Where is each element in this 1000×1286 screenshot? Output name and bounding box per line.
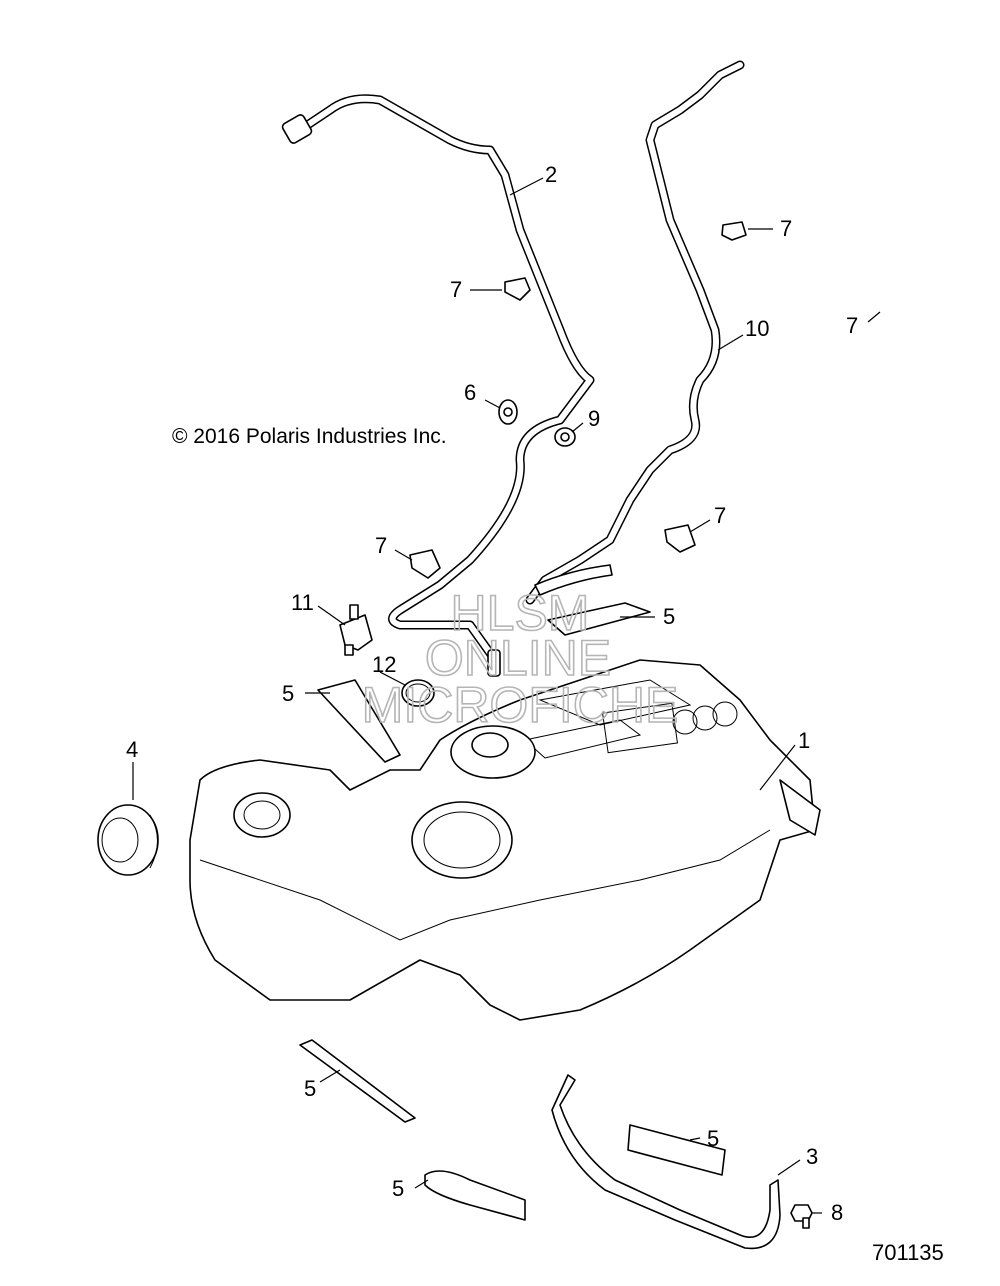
callout-7-a: 7 [780, 216, 792, 241]
watermark: HLSM ONLINE MICROFICHE [361, 584, 679, 734]
watermark-line-1: HLSM [451, 585, 590, 641]
figure-number: 701135 [872, 1240, 944, 1265]
pad-5-left [317, 679, 401, 763]
callout-12: 12 [372, 652, 396, 677]
callout-7-e: 7 [714, 503, 726, 528]
callout-4: 4 [126, 737, 138, 762]
clamp-9 [554, 427, 576, 447]
callout-3: 3 [806, 1144, 818, 1169]
clip-7-d [664, 524, 696, 553]
o-ring-12 [401, 679, 435, 707]
valve-11 [339, 604, 373, 656]
fuel-cap-4 [97, 804, 159, 876]
vent-hose-2 [281, 94, 595, 677]
bolt-8 [790, 1204, 813, 1229]
pad-5-bottom-right [627, 1124, 726, 1176]
watermark-line-3: MICROFICHE [362, 677, 679, 733]
callout-7-c: 7 [846, 313, 858, 338]
vent-hose-10 [525, 60, 745, 605]
callout-8: 8 [831, 1200, 843, 1225]
clamp-6 [498, 399, 518, 425]
callout-5-a: 5 [663, 604, 675, 629]
clip-7-c [409, 549, 441, 579]
callout-labels: 1 2 3 4 5 5 5 5 5 6 7 7 7 7 7 8 9 10 11 … [126, 162, 858, 1225]
callout-1: 1 [798, 728, 810, 753]
clip-7-b [721, 221, 747, 241]
callout-9: 9 [588, 406, 600, 431]
watermark-line-2: ONLINE [425, 630, 611, 686]
fuel-tank-1 [189, 659, 821, 1021]
callout-6: 6 [464, 380, 476, 405]
callout-5-e: 5 [392, 1176, 404, 1201]
callout-2: 2 [545, 162, 557, 187]
pad-5-top [547, 602, 651, 636]
strap-3 [551, 1074, 781, 1250]
leader-lines [132, 177, 881, 1214]
callout-7-b: 7 [450, 277, 462, 302]
callout-11: 11 [291, 590, 314, 615]
copyright-notice: © 2016 Polaris Industries Inc. [172, 425, 447, 448]
clip-7-a [504, 277, 531, 301]
callout-10: 10 [745, 316, 769, 341]
pad-5-bottom-left [299, 1039, 416, 1123]
pad-5-lower [424, 1170, 526, 1221]
callout-5-d: 5 [707, 1126, 719, 1151]
callout-7-d: 7 [375, 533, 387, 558]
callout-5-b: 5 [282, 681, 294, 706]
callout-5-c: 5 [304, 1076, 316, 1101]
